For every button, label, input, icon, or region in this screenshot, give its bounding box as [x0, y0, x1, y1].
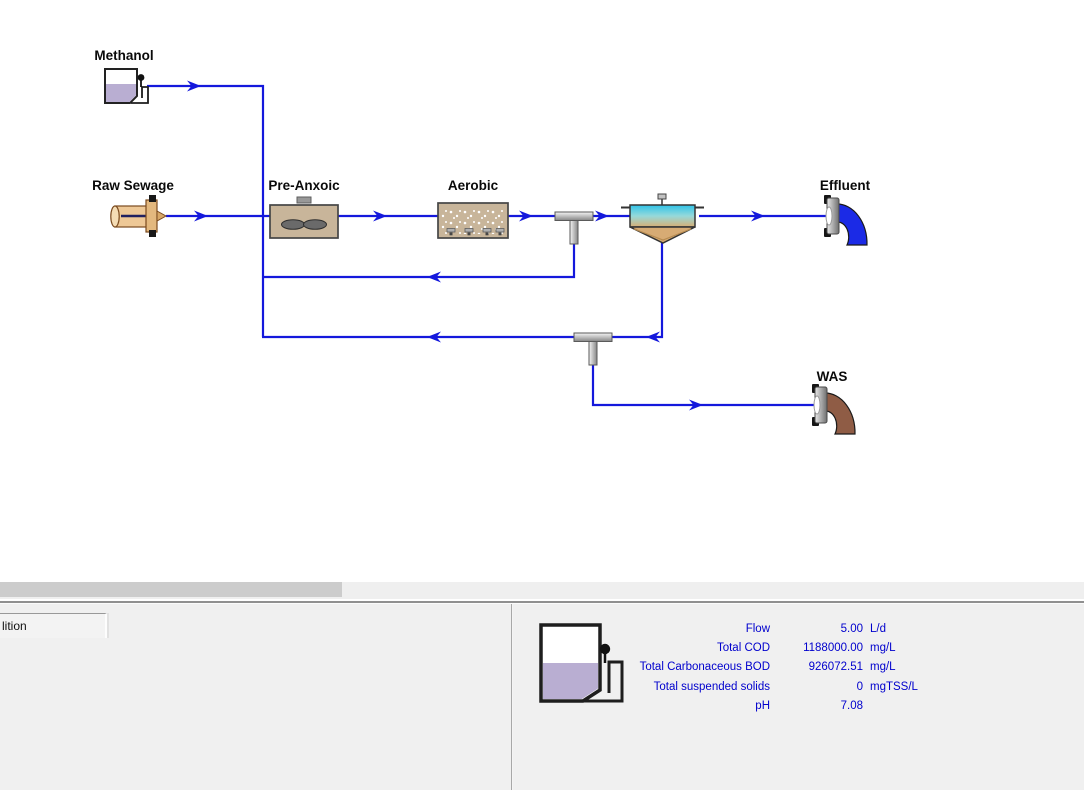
mixer-blade-icon	[303, 219, 327, 230]
property-row-ph: pH 7.08	[513, 696, 1073, 715]
panel-tab[interactable]: lition	[0, 613, 107, 638]
tank-liquid	[543, 663, 598, 699]
label-methanol: Methanol	[94, 48, 153, 63]
panel-vertical-divider	[511, 604, 513, 790]
label-pre-anoxic: Pre-Anxoic	[268, 178, 340, 193]
property-value: 0	[856, 680, 863, 693]
label-raw-sewage: Raw Sewage	[92, 178, 174, 193]
tank-outlet-pipe	[584, 660, 624, 703]
node-was[interactable]	[811, 383, 856, 435]
stream-waste-sludge[interactable]	[591, 358, 817, 407]
node-methanol[interactable]	[104, 68, 149, 104]
node-clarifier[interactable]	[621, 193, 704, 244]
property-value: 5.00	[840, 622, 863, 635]
node-splitter-1[interactable]	[554, 211, 594, 245]
property-label: Flow	[745, 622, 770, 635]
property-value: 1188000.00	[803, 641, 863, 654]
label-aerobic: Aerobic	[448, 178, 499, 193]
selected-unit-icon	[533, 616, 633, 712]
methanol-liquid	[106, 84, 136, 102]
clarifier-cone	[629, 226, 696, 244]
mixer-motor-icon	[296, 196, 312, 204]
valve-knob-icon	[137, 74, 145, 81]
diffuser-icons	[446, 228, 505, 236]
node-effluent[interactable]	[823, 194, 868, 246]
property-unit: mg/L	[870, 641, 896, 654]
horizontal-scrollbar[interactable]	[0, 582, 1084, 601]
flowsheet-canvas[interactable]: Methanol Raw Sewage Pre-Anxoic	[0, 0, 1084, 582]
properties-panel: lition Flow 5.00 L/d Total COD 1188000.0…	[0, 604, 1084, 790]
property-row-total-bod: Total Carbonaceous BOD 926072.51 mg/L	[513, 658, 1073, 677]
property-unit: L/d	[870, 622, 886, 635]
stream-arrows	[187, 80, 765, 411]
clarifier-drive-icon	[657, 193, 667, 200]
property-unit: mg/L	[870, 661, 896, 674]
methanol-outlet-pipe	[131, 86, 149, 104]
property-label: Total suspended solids	[653, 680, 770, 693]
property-label: Total Carbonaceous BOD	[639, 661, 770, 674]
label-effluent: Effluent	[820, 178, 871, 193]
property-row-total-cod: Total COD 1188000.00 mg/L	[513, 638, 1073, 657]
panel-divider	[0, 601, 1084, 604]
property-value: 926072.51	[808, 661, 863, 674]
panel-tab-label: lition	[2, 619, 27, 633]
node-splitter-2[interactable]	[573, 332, 613, 366]
node-raw-sewage[interactable]	[110, 195, 168, 237]
property-value: 7.08	[840, 699, 863, 712]
property-row-flow: Flow 5.00 L/d	[513, 619, 1073, 638]
mixer-blade-icon	[281, 219, 305, 230]
stream-clarifier-underflow[interactable]	[611, 240, 664, 339]
property-label: pH	[755, 699, 770, 712]
stream-internal-recycle[interactable]	[262, 238, 576, 279]
property-label: Total COD	[716, 641, 770, 654]
property-list: Flow 5.00 L/d Total COD 1188000.00 mg/L …	[513, 619, 1073, 715]
methanol-tank-icon	[539, 623, 624, 703]
property-row-tss: Total suspended solids 0 mgTSS/L	[513, 677, 1073, 696]
node-aerobic[interactable]	[437, 202, 509, 239]
node-pre-anoxic[interactable]	[269, 196, 339, 239]
scrollbar-thumb[interactable]	[0, 582, 342, 597]
stream-lines[interactable]	[147, 84, 826, 407]
label-was: WAS	[817, 369, 848, 384]
valve-knob-icon	[599, 643, 611, 655]
property-unit: mgTSS/L	[870, 680, 918, 693]
stream-methanol-feed[interactable]	[147, 84, 265, 337]
